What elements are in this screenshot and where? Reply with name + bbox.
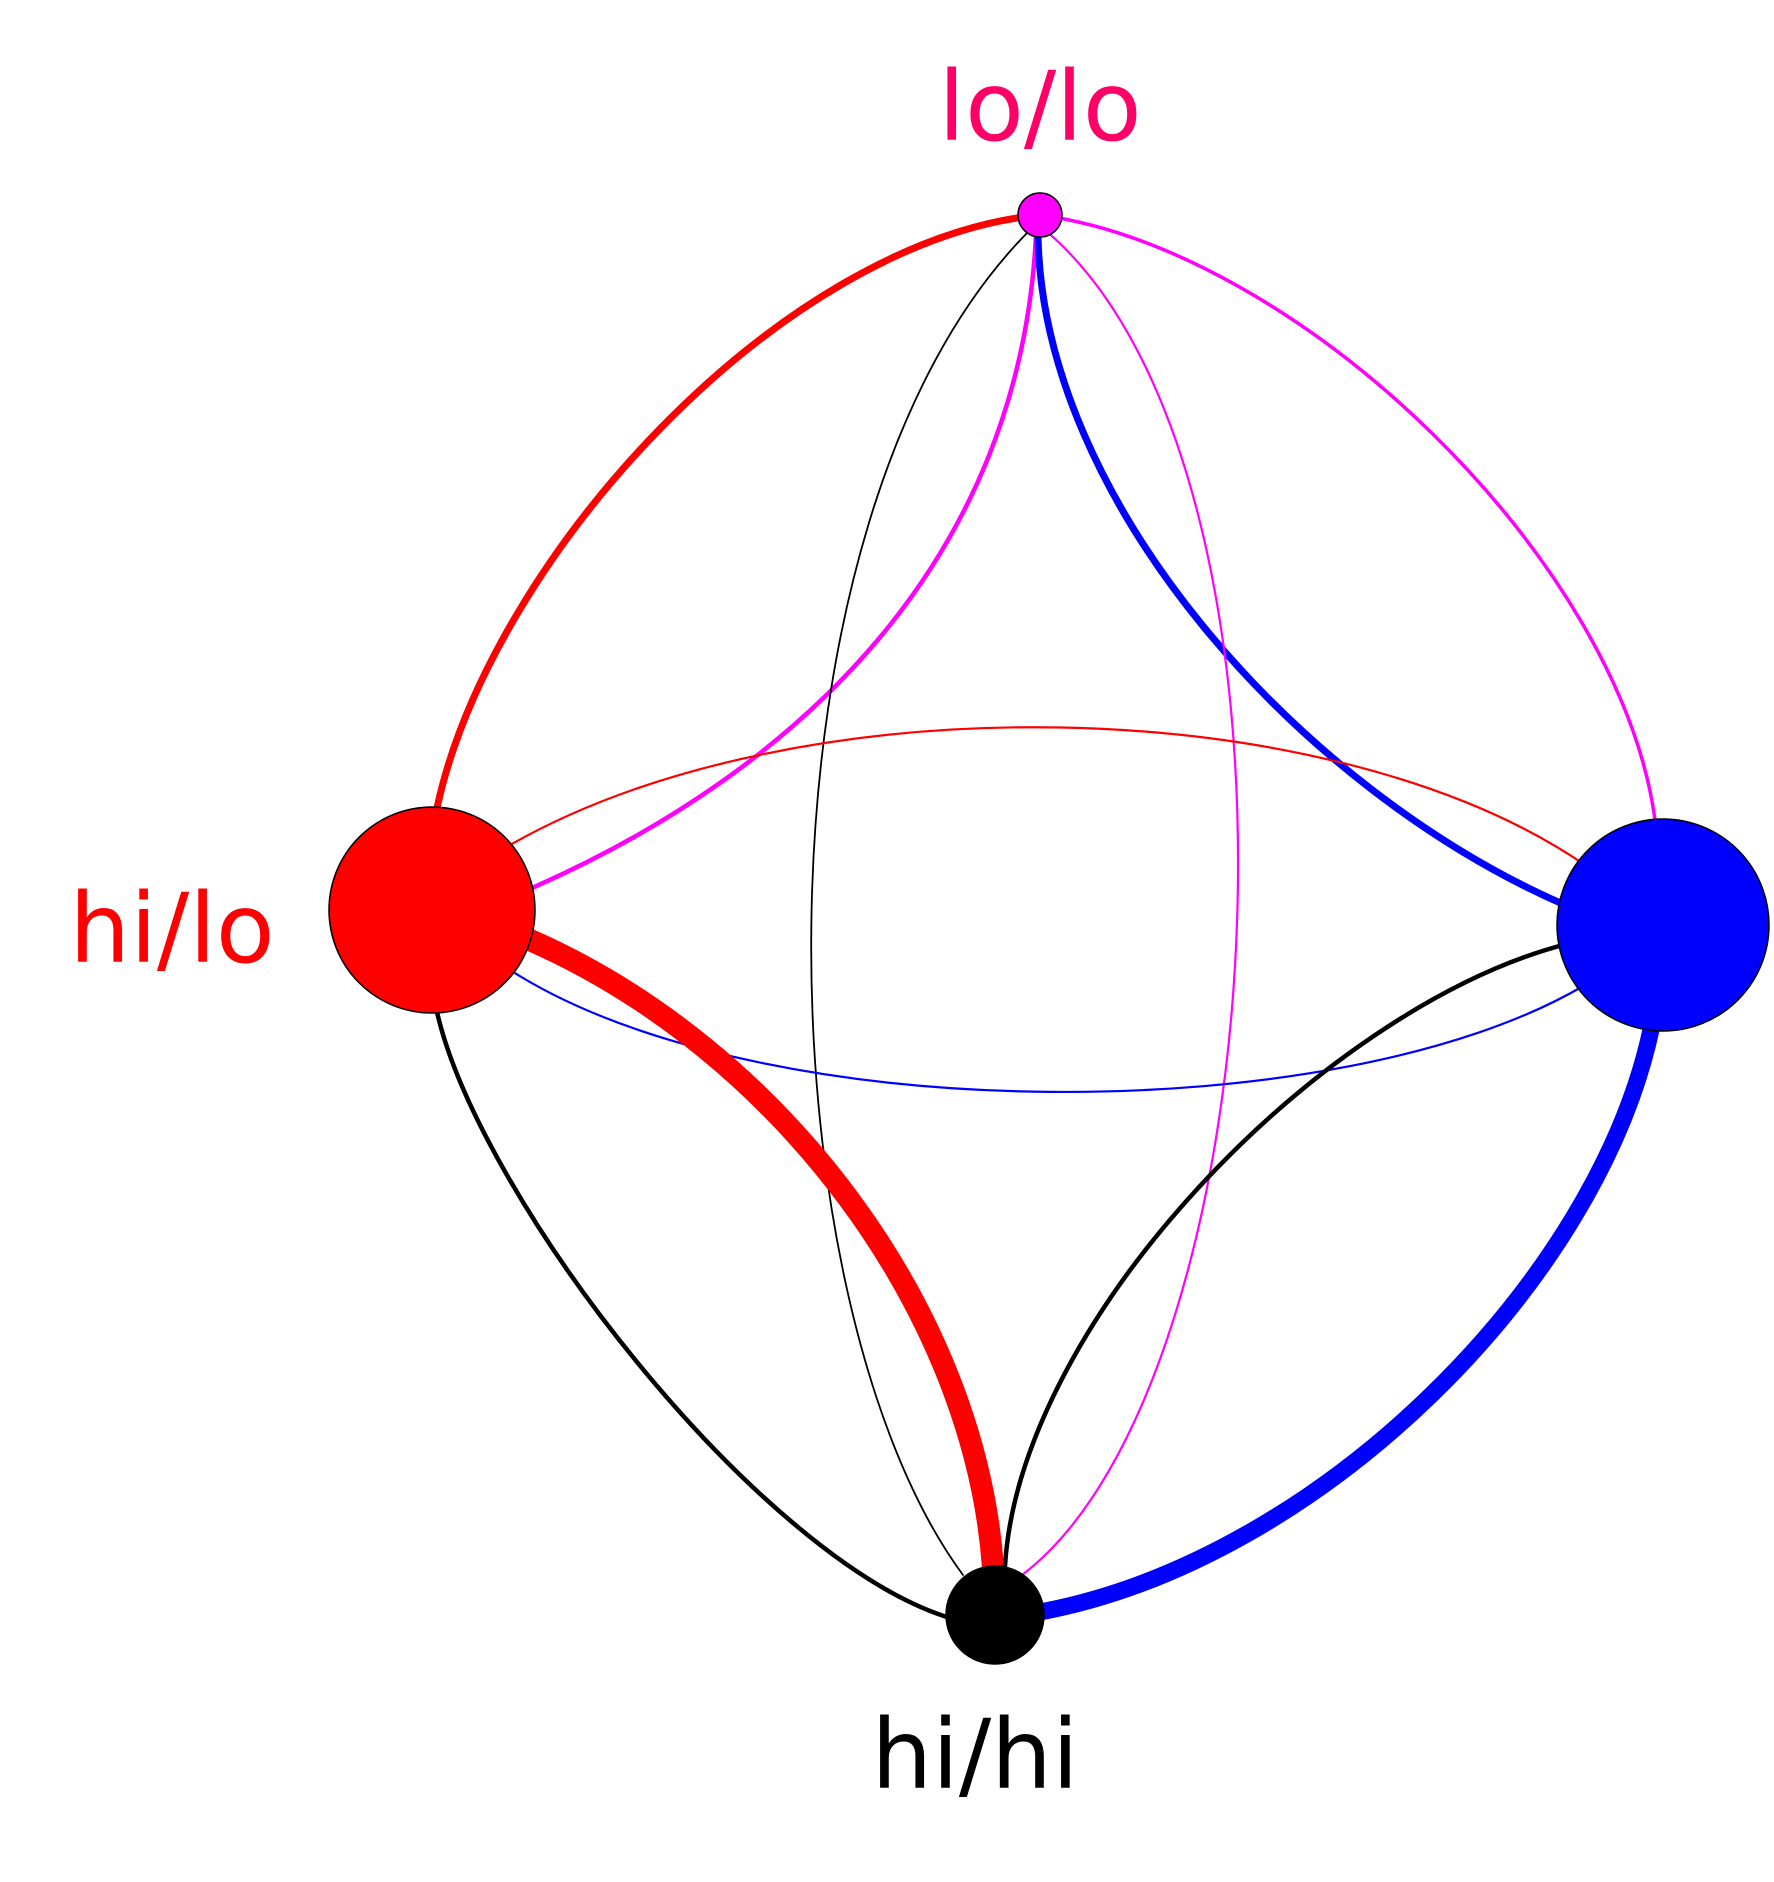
edge-blue-to-hi-hi-black	[1002, 942, 1566, 1569]
edge-lo-lo-to-hi-hi-black	[810, 229, 1031, 1576]
nodes	[328, 192, 1770, 1665]
label-hi-hi: hi/hi	[871, 1699, 1078, 1811]
edge-hi-lo-to-lo-lo-red	[433, 211, 1044, 812]
label-hi-lo: hi/lo	[69, 873, 274, 985]
edge-lo-lo-to-hi-hi-magenta	[1020, 228, 1240, 1577]
edge-hi-lo-to-blue-blue	[508, 968, 1587, 1094]
node-hi-hi	[945, 1565, 1045, 1665]
edge-hi-lo-to-hi-hi-black	[434, 1009, 953, 1621]
edge-lo-lo-to-blue-magenta	[1038, 213, 1657, 822]
edges	[433, 211, 1661, 1621]
edge-hi-lo-to-hi-hi-red	[519, 929, 1004, 1579]
node-lo-lo	[1017, 192, 1063, 238]
edge-hi-lo-to-lo-lo-magenta	[529, 232, 1039, 891]
edge-hi-lo-to-blue-red	[508, 726, 1587, 867]
labels: lo/lo hi/lo hi/hi	[69, 51, 1141, 1811]
node-blue	[1556, 818, 1770, 1032]
node-hi-lo	[328, 806, 536, 1014]
edge-lo-lo-to-blue-blue	[1034, 228, 1569, 909]
label-lo-lo: lo/lo	[938, 51, 1141, 163]
edge-blue-to-hi-hi-blue	[1031, 1016, 1661, 1621]
